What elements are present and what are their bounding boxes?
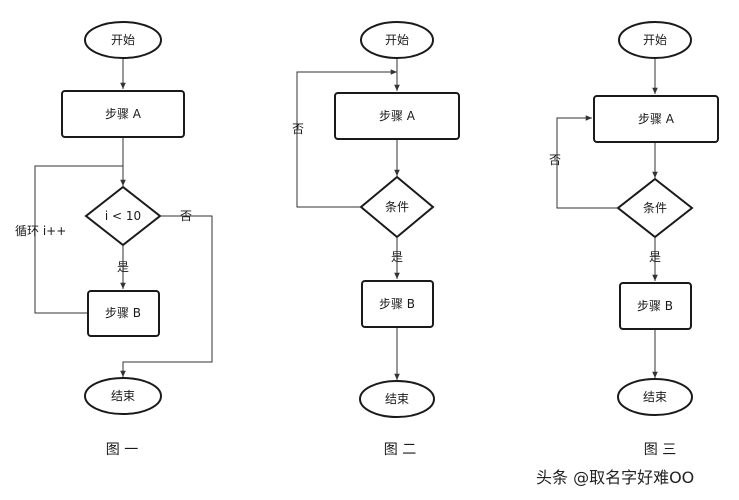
- f1-step-a-box: [61, 90, 185, 138]
- f3-caption: 图 三: [644, 442, 676, 458]
- f3-step-a-box: [593, 95, 719, 143]
- f1-end-node: [84, 377, 162, 415]
- f2-end-label: 结束: [385, 392, 409, 406]
- f2-step-b-label: 步骤 B: [379, 297, 415, 311]
- f1-condition-diamond: [84, 185, 162, 247]
- f1-start-node: [84, 21, 162, 59]
- f3-start-node: [618, 21, 692, 59]
- f3-start-label: 开始: [643, 33, 667, 47]
- f3-step-a-label: 步骤 A: [638, 112, 675, 126]
- f2-step-a-label: 步骤 A: [379, 109, 416, 123]
- f3-step-b-label: 步骤 B: [637, 299, 673, 313]
- f3-end-label: 结束: [643, 390, 667, 404]
- f3-edge-condition-no: [556, 115, 619, 209]
- f1-condition-label: i < 10: [105, 209, 141, 223]
- f2-condition-diamond: [359, 175, 435, 239]
- f2-start-label: 开始: [385, 33, 409, 47]
- figure-1: 开始 步骤 A i < 10 步骤 B 结束 循环 i++ 是 否 图 一: [15, 21, 213, 458]
- f3-condition-diamond: [616, 177, 694, 239]
- f1-start-label: 开始: [111, 33, 135, 47]
- f2-condition-label: 条件: [385, 200, 409, 214]
- f1-edge-loop-back: [34, 165, 123, 314]
- f3-condition-label: 条件: [643, 201, 667, 215]
- f3-step-b-box: [619, 282, 692, 330]
- f1-edge-condition-no: [120, 215, 213, 377]
- figure-2: 开始 步骤 A 条件 步骤 B 结束 否 是 图 二: [292, 21, 460, 458]
- f2-end-node: [359, 380, 435, 418]
- f1-step-b-box: [87, 290, 160, 337]
- f1-end-label: 结束: [111, 389, 135, 403]
- f2-step-b-box: [361, 280, 434, 328]
- watermark-text: 头条 @取名字好难OO: [536, 468, 695, 487]
- f1-caption: 图 一: [106, 442, 138, 458]
- f1-step-b-label: 步骤 B: [105, 306, 141, 320]
- f2-start-node: [360, 21, 434, 59]
- f1-yes-label: 是: [117, 260, 129, 274]
- f2-no-label: 否: [292, 122, 304, 136]
- f2-caption: 图 二: [384, 442, 416, 458]
- f1-loop-label: 循环 i++: [15, 224, 66, 238]
- f1-no-label: 否: [180, 209, 192, 223]
- f3-no-label: 否: [549, 153, 561, 167]
- f3-yes-label: 是: [649, 250, 661, 264]
- f2-yes-label: 是: [391, 250, 403, 264]
- f3-end-node: [617, 378, 693, 416]
- figure-3: 开始 步骤 A 条件 步骤 B 结束 否 是 图 三: [549, 21, 719, 458]
- f2-edge-condition-no: [296, 69, 397, 208]
- f2-step-a-box: [334, 92, 460, 140]
- f1-step-a-label: 步骤 A: [105, 107, 142, 121]
